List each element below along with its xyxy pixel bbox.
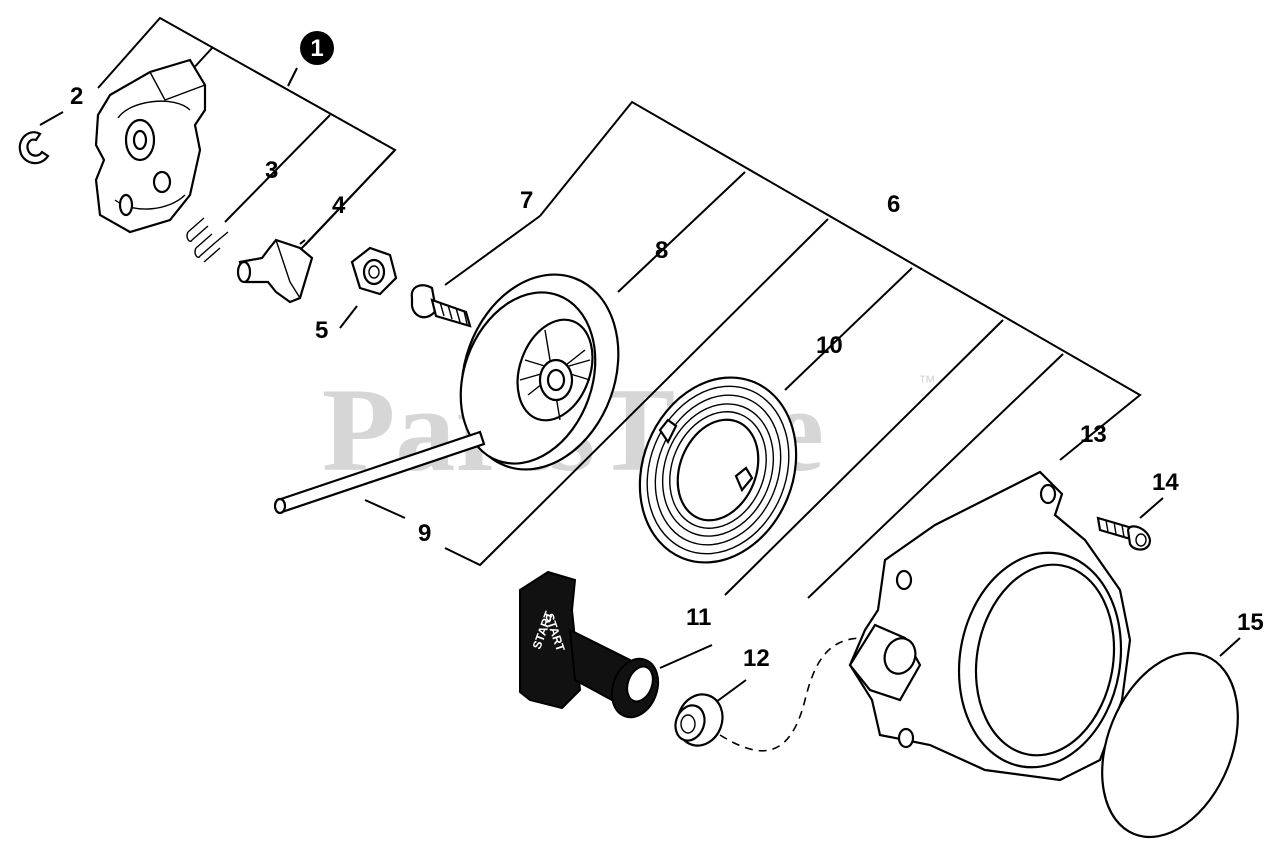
rope-routing-dashed-line xyxy=(719,637,881,752)
callout-8: 8 xyxy=(655,237,668,264)
part-13-starter-case[interactable] xyxy=(848,470,1138,782)
callout-10: 10 xyxy=(816,332,843,359)
callout-1: 1 xyxy=(310,35,323,62)
part-11-handle[interactable]: START START xyxy=(519,570,666,724)
part-4-pawl[interactable] xyxy=(236,238,314,304)
part-5-hex-nut[interactable] xyxy=(350,246,398,296)
part-3-spring[interactable] xyxy=(186,217,229,263)
part-1-pawl-plate[interactable] xyxy=(94,58,207,234)
callout-2: 2 xyxy=(70,83,83,110)
callout-6: 6 xyxy=(887,191,900,218)
part-10-recoil-spring[interactable] xyxy=(613,354,823,586)
part-2-e-clip[interactable] xyxy=(18,131,50,165)
callout-1-badge xyxy=(300,31,334,65)
callout-9: 9 xyxy=(418,520,431,547)
part-8-pulley[interactable] xyxy=(435,252,644,491)
callout-5: 5 xyxy=(315,317,328,344)
watermark-tm: ™ xyxy=(918,372,936,392)
leader-lines-group-6 xyxy=(364,100,1241,706)
callout-3: 3 xyxy=(265,157,278,184)
callout-15: 15 xyxy=(1237,609,1264,636)
part-14-screw[interactable] xyxy=(1096,516,1152,551)
callout-14: 14 xyxy=(1152,469,1179,496)
callout-11: 11 xyxy=(686,604,711,631)
part-7-bolt[interactable] xyxy=(410,284,472,328)
callout-labels: 1 2 3 4 5 6 7 8 9 10 11 12 13 14 15 xyxy=(70,31,1264,672)
part-12-bushing[interactable] xyxy=(670,688,729,752)
leader-lines-group-1 xyxy=(39,16,397,329)
part-15-gasket[interactable] xyxy=(1077,633,1264,844)
callout-7: 7 xyxy=(520,187,533,214)
callout-13: 13 xyxy=(1080,421,1107,448)
part-9-rope[interactable] xyxy=(273,430,486,515)
callout-4: 4 xyxy=(332,192,346,219)
callout-12: 12 xyxy=(743,645,770,672)
